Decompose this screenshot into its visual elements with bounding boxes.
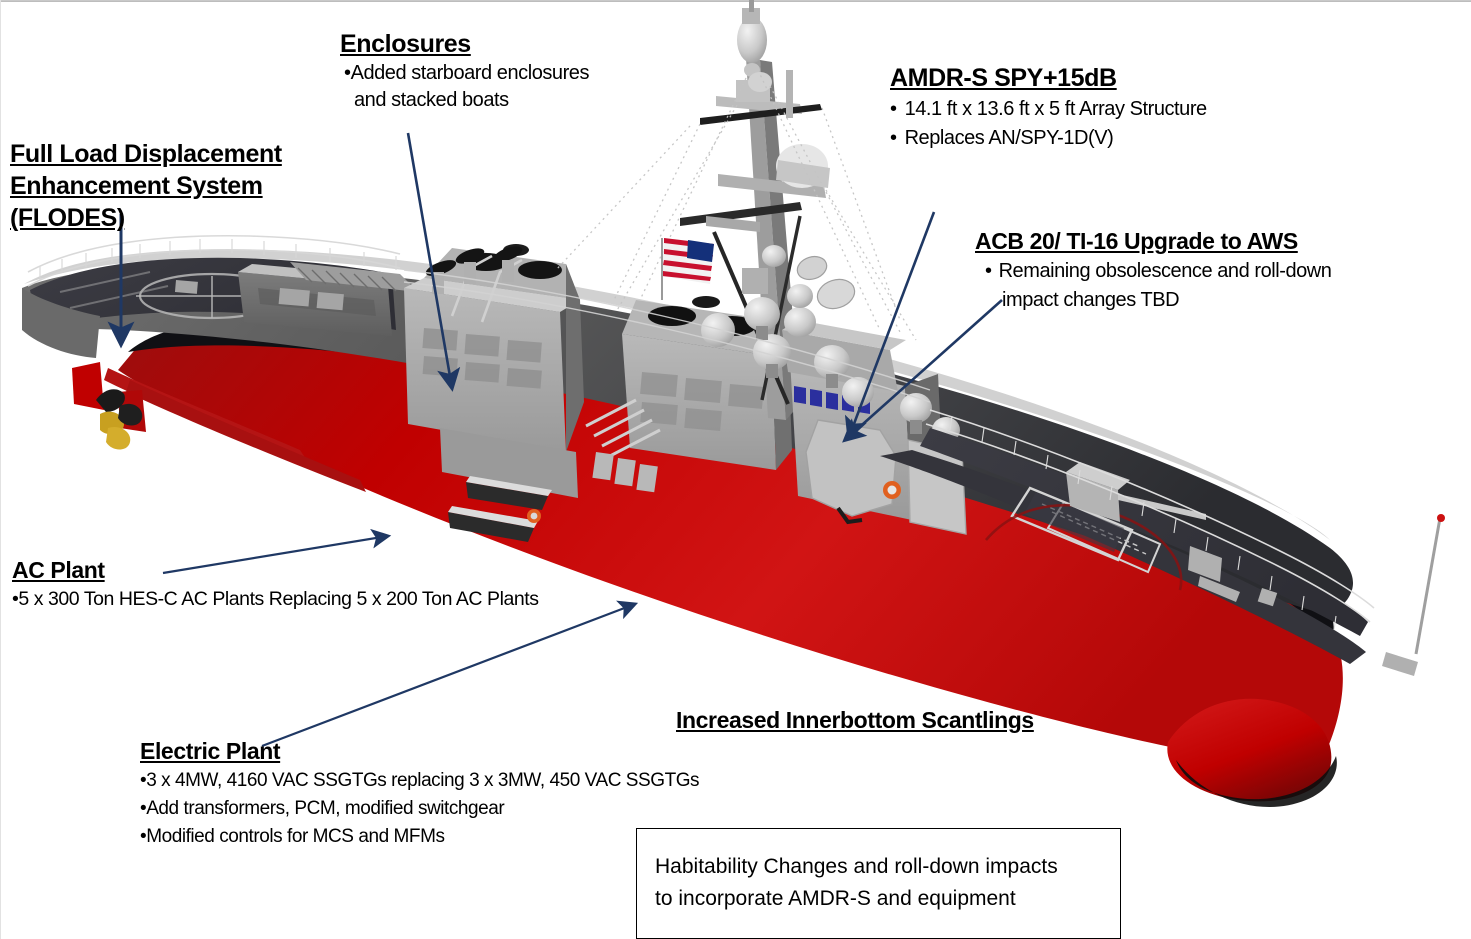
- callout-electric-bullet-2: •Add transformers, PCM, modified switchg…: [140, 795, 699, 823]
- callout-electric-bullet-1-text: 3 x 4MW, 4160 VAC SSGTGs replacing 3 x 3…: [146, 770, 700, 791]
- callout-flodes: Full Load Displacement Enhancement Syste…: [10, 138, 282, 234]
- page-rule-top: [0, 0, 1471, 1]
- bullet-glyph: •: [12, 588, 19, 610]
- callout-acplant-title: AC Plant: [12, 557, 105, 583]
- callout-enclosures-bullet-1-text: Added starboard enclosures: [350, 62, 590, 84]
- callout-amdr: AMDR-S SPY+15dB • 14.1 ft x 13.6 ft x 5 f…: [890, 62, 1207, 153]
- callout-amdr-bullet-2-text: Replaces AN/SPY-1D(V): [904, 127, 1114, 149]
- callout-flodes-title-line2: Enhancement System: [10, 172, 263, 200]
- callout-flodes-title-line3: (FLODES): [10, 204, 125, 232]
- callout-enclosures-bullet-2: and stacked boats: [354, 89, 509, 111]
- habitability-note-line-1: Habitability Changes and roll-down impac…: [655, 855, 1058, 878]
- callout-acplant: AC Plant •5 x 300 Ton HES-C AC Plants Re…: [12, 555, 539, 613]
- callout-acb20: ACB 20/ TI-16 Upgrade to AWS • Remaining …: [975, 226, 1332, 315]
- callout-scantlings-title: Increased Innerbottom Scantlings: [676, 707, 1034, 733]
- callout-enclosures-bullet-1: •Added starboard enclosures: [340, 60, 589, 87]
- callout-electric-bullet-3: •Modified controls for MCS and MFMs: [140, 823, 699, 851]
- callout-electric: Electric Plant •3 x 4MW, 4160 VAC SSGTGs…: [140, 735, 700, 851]
- callout-acb20-title: ACB 20/ TI-16 Upgrade to AWS: [975, 228, 1298, 254]
- callout-amdr-bullet-1-text: 14.1 ft x 13.6 ft x 5 ft Array Structure: [904, 98, 1208, 120]
- page-rule-bottom: [0, 1, 1471, 2]
- leader-enclosures: [406, 132, 461, 392]
- callout-acplant-bullet-1-text: 5 x 300 Ton HES-C AC Plants Replacing 5 …: [18, 588, 539, 610]
- callout-enclosures-title: Enclosures: [340, 30, 471, 58]
- bullet-glyph: •: [344, 62, 351, 84]
- callout-flodes-title-line1: Full Load Displacement: [10, 140, 282, 168]
- bullet-glyph: •: [140, 826, 147, 847]
- callout-electric-title: Electric Plant: [140, 738, 281, 764]
- bullet-glyph: •: [140, 798, 147, 819]
- habitability-note-box: Habitability Changes and roll-down impac…: [636, 828, 1121, 939]
- callout-acb20-bullet-2: impact changes TBD: [1002, 289, 1180, 311]
- bullet-glyph: •: [985, 260, 992, 282]
- callout-electric-bullet-3-text: Modified controls for MCS and MFMs: [146, 826, 445, 847]
- habitability-note-line-2: to incorporate AMDR-S and equipment: [655, 886, 1016, 910]
- leader-amdr: [844, 211, 936, 441]
- bullet-glyph: •: [890, 98, 897, 120]
- callout-electric-bullet-2-text: Add transformers, PCM, modified switchge…: [146, 798, 505, 819]
- bullet-glyph: •: [140, 770, 147, 791]
- leader-acplant: [162, 528, 392, 575]
- leader-acb20: [842, 299, 1003, 443]
- callout-amdr-bullet-1: • 14.1 ft x 13.6 ft x 5 ft Array Structur…: [890, 95, 1207, 124]
- page-edge-left: [0, 0, 1, 939]
- callout-acplant-bullet-1: •5 x 300 Ton HES-C AC Plants Replacing 5…: [12, 585, 539, 613]
- callout-amdr-title: AMDR-S SPY+15dB: [890, 64, 1117, 92]
- callout-electric-bullet-1: •3 x 4MW, 4160 VAC SSGTGs replacing 3 x …: [140, 767, 700, 795]
- leader-electric: [261, 600, 639, 748]
- callout-scantlings: Increased Innerbottom Scantlings: [676, 705, 1034, 735]
- callout-amdr-bullet-2: • Replaces AN/SPY-1D(V): [890, 124, 1207, 153]
- callout-acb20-bullet-1-text: Remaining obsolescence and roll-down: [998, 260, 1332, 282]
- callout-acb20-bullet-1: • Remaining obsolescence and roll-down: [975, 257, 1332, 286]
- bullet-glyph: •: [890, 127, 897, 149]
- callout-enclosures: Enclosures •Added starboard enclosures a…: [340, 28, 589, 114]
